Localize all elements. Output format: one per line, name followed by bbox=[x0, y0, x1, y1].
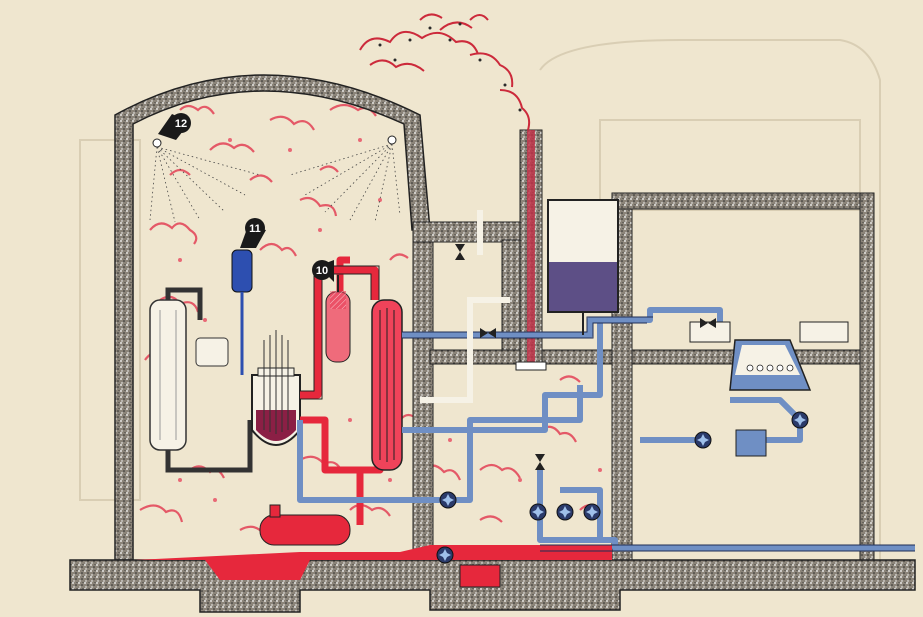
inner-wall-left bbox=[412, 224, 434, 561]
outer-wall-right bbox=[859, 192, 875, 561]
svg-text:10: 10 bbox=[316, 265, 328, 277]
svg-text:11: 11 bbox=[249, 223, 261, 235]
smoke-cloud-icon bbox=[359, 13, 531, 131]
pressurizer bbox=[325, 275, 351, 363]
upper-roof bbox=[611, 192, 868, 210]
marker-12: 12 bbox=[158, 113, 191, 140]
sump-pit bbox=[205, 560, 310, 580]
heat-exchanger-left bbox=[149, 287, 253, 473]
marker-10: 10 bbox=[312, 260, 334, 282]
svg-text:12: 12 bbox=[175, 118, 187, 130]
quench-tank bbox=[259, 504, 351, 546]
spray-pattern-right bbox=[289, 143, 401, 223]
auxiliary-roof bbox=[412, 221, 522, 243]
sump-pump bbox=[436, 546, 501, 588]
storage-tank bbox=[547, 199, 619, 335]
valve-icon bbox=[455, 244, 716, 470]
stack-inner bbox=[527, 130, 535, 365]
steam-generator bbox=[371, 299, 403, 471]
condenser-unit bbox=[689, 321, 849, 457]
floor-slab-mid bbox=[429, 349, 871, 365]
spray-pattern-left bbox=[149, 146, 261, 223]
background-building-outline bbox=[79, 39, 881, 560]
reactor-vessel bbox=[251, 330, 301, 446]
smoke-speckle bbox=[378, 22, 522, 112]
bypass-line bbox=[420, 210, 510, 403]
spray-nozzle-icon bbox=[152, 135, 397, 148]
stack-filter bbox=[515, 361, 547, 371]
accumulator-tank bbox=[231, 249, 253, 375]
sump-pool bbox=[135, 545, 612, 560]
marker-11: 11 bbox=[240, 218, 266, 248]
